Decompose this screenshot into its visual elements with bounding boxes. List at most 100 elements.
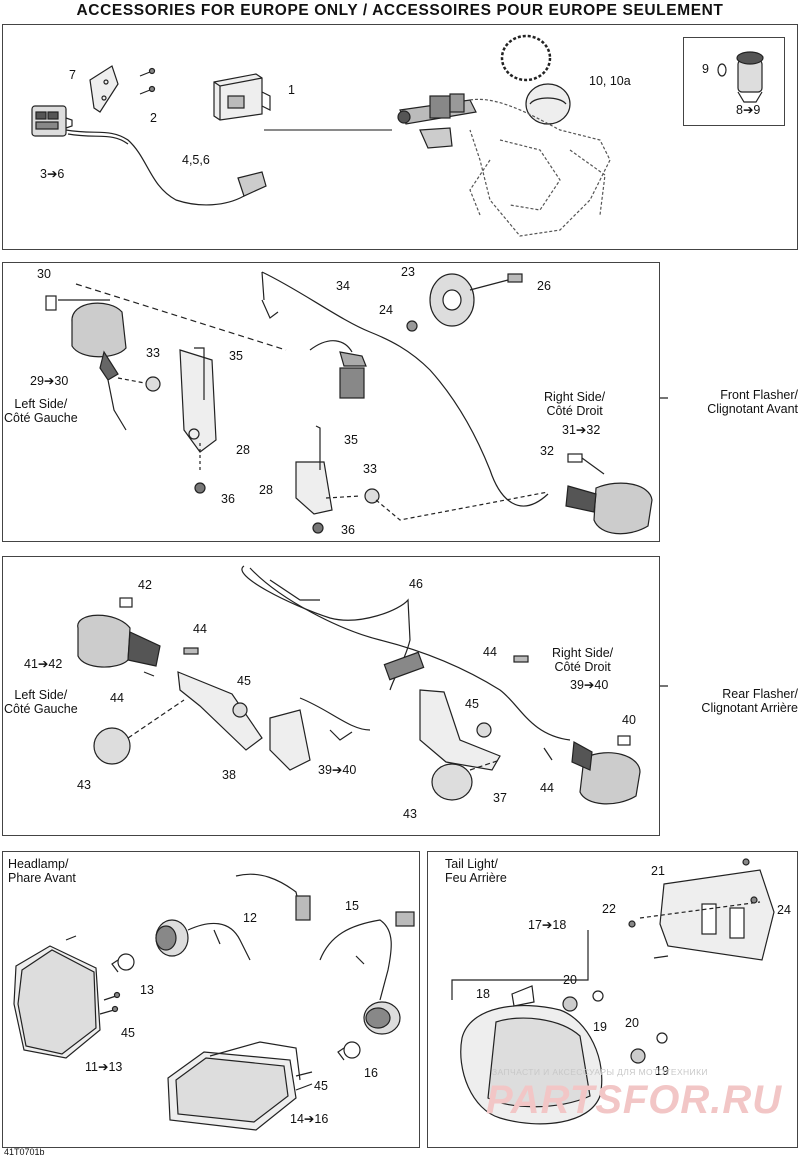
- callout-22: 22: [602, 902, 616, 916]
- headlamp-lower-drawing: [167, 911, 415, 1131]
- callout-10: 10, 10a: [589, 74, 631, 88]
- callout-19b: 19: [655, 1064, 669, 1078]
- side-left-front: Left Side/ Côté Gauche: [4, 397, 78, 425]
- callout-30: 30: [37, 267, 51, 281]
- callout-8-9: 8➔9: [736, 103, 761, 117]
- callout-16: 16: [364, 1066, 378, 1080]
- front-harness-drawing: [75, 271, 549, 507]
- callout-34: 34: [336, 279, 350, 293]
- diagram-code: 41T0701b: [4, 1147, 45, 1157]
- callout-44b: 44: [110, 691, 124, 705]
- callout-35a: 35: [229, 349, 243, 363]
- callout-44a: 44: [193, 622, 207, 636]
- side-left-front-fr: Côté Gauche: [4, 411, 78, 425]
- headlamp-panel: [2, 851, 420, 1148]
- callout-26: 26: [537, 279, 551, 293]
- side-left-rear-en: Left Side/: [14, 688, 68, 702]
- callout-36b: 36: [341, 523, 355, 537]
- callout-40: 40: [622, 713, 636, 727]
- side-right-rear: Right Side/ Côté Droit: [552, 646, 613, 674]
- callout-1: 1: [288, 83, 295, 97]
- page-title: ACCESSORIES FOR EUROPE ONLY / ACCESSOIRE…: [76, 2, 724, 19]
- handlebar-drawing: [264, 34, 611, 237]
- callout-11-13: 11➔13: [85, 1060, 123, 1074]
- rear-left-flasher-drawing: [77, 597, 353, 771]
- callout-33a: 33: [146, 346, 160, 360]
- callout-7: 7: [69, 68, 76, 82]
- watermark-tagline: ЗАПЧАСТИ И АКСЕССУАРЫ ДЛЯ МОТОТЕХНИКИ: [492, 1067, 708, 1077]
- callout-20a: 20: [563, 973, 577, 987]
- callout-3-6: 3➔6: [40, 167, 65, 181]
- section-tail-light-fr: Feu Arrière: [445, 871, 507, 885]
- switch-cap-drawing: [717, 51, 764, 103]
- callout-24: 24: [379, 303, 393, 317]
- callout-31-32: 31➔32: [562, 423, 601, 437]
- side-right-rear-en: Right Side/: [552, 646, 614, 660]
- side-left-rear: Left Side/ Côté Gauche: [4, 688, 78, 716]
- callout-28b: 28: [259, 483, 273, 497]
- callout-19a: 19: [593, 1020, 607, 1034]
- accessories-panel: [2, 24, 798, 250]
- callout-15: 15: [345, 899, 359, 913]
- front-right-flasher-drawing: [295, 425, 653, 535]
- callout-23: 23: [401, 265, 415, 279]
- tail-light-drawing: [451, 858, 775, 1125]
- callout-29-30: 29➔30: [30, 374, 69, 388]
- callout-43b: 43: [403, 807, 417, 821]
- callout-41-42: 41➔42: [24, 657, 63, 671]
- section-rear-flasher: Rear Flasher/ Clignotant Arrière: [701, 687, 798, 715]
- callout-36a: 36: [221, 492, 235, 506]
- callout-43a: 43: [77, 778, 91, 792]
- callout-2: 2: [150, 111, 157, 125]
- callout-39-40a: 39➔40: [570, 678, 609, 692]
- callout-42: 42: [138, 578, 152, 592]
- section-headlamp-fr: Phare Avant: [8, 871, 76, 885]
- section-front-flasher: Front Flasher/ Clignotant Avant: [707, 388, 798, 416]
- section-tail-light-en: Tail Light/: [445, 857, 498, 871]
- front-flasher-panel: [2, 262, 660, 542]
- rear-flasher-panel: [2, 556, 660, 836]
- tail-light-panel: [427, 851, 798, 1148]
- side-right-rear-fr: Côté Droit: [554, 660, 611, 674]
- callout-37: 37: [493, 791, 507, 805]
- side-right-front-en: Right Side/: [544, 390, 606, 404]
- callout-12: 12: [243, 911, 257, 925]
- watermark-logo: PARTSFOR.RU: [486, 1078, 783, 1122]
- section-tail-light: Tail Light/ Feu Arrière: [445, 857, 507, 885]
- callout-4-5-6: 4,5,6: [182, 153, 210, 167]
- callout-45a: 45: [237, 674, 251, 688]
- section-rear-flasher-en: Rear Flasher/: [722, 687, 798, 701]
- side-right-front: Right Side/ Côté Droit: [544, 390, 605, 418]
- callout-39-40b: 39➔40: [318, 763, 357, 777]
- callout-46: 46: [409, 577, 423, 591]
- side-left-rear-fr: Côté Gauche: [4, 702, 78, 716]
- front-left-flasher-drawing: [45, 295, 217, 494]
- section-front-flasher-fr: Clignotant Avant: [707, 402, 798, 416]
- callout-45d: 45: [314, 1079, 328, 1093]
- rear-right-flasher-drawing: [419, 655, 641, 805]
- rear-harness-drawing: [241, 565, 571, 741]
- side-right-front-fr: Côté Droit: [546, 404, 603, 418]
- callout-17-18: 17➔18: [528, 918, 567, 932]
- flasher-relay-drawing: [213, 73, 271, 121]
- callout-33b: 33: [363, 462, 377, 476]
- switch-inset-panel: [683, 37, 785, 126]
- callout-35b: 35: [344, 433, 358, 447]
- callout-44d: 44: [540, 781, 554, 795]
- callout-24b: 24: [777, 903, 791, 917]
- callout-9: 9: [702, 62, 709, 76]
- headlamp-upper-drawing: [13, 873, 311, 1059]
- callout-21: 21: [651, 864, 665, 878]
- callout-45b: 45: [465, 697, 479, 711]
- section-headlamp-en: Headlamp/: [8, 857, 69, 871]
- callout-44c: 44: [483, 645, 497, 659]
- section-front-flasher-en: Front Flasher/: [720, 388, 798, 402]
- section-headlamp: Headlamp/ Phare Avant: [8, 857, 76, 885]
- callout-32: 32: [540, 444, 554, 458]
- side-left-front-en: Left Side/: [14, 397, 68, 411]
- callout-28a: 28: [236, 443, 250, 457]
- callout-13: 13: [140, 983, 154, 997]
- callout-14-16: 14➔16: [290, 1112, 329, 1126]
- callout-38: 38: [222, 768, 236, 782]
